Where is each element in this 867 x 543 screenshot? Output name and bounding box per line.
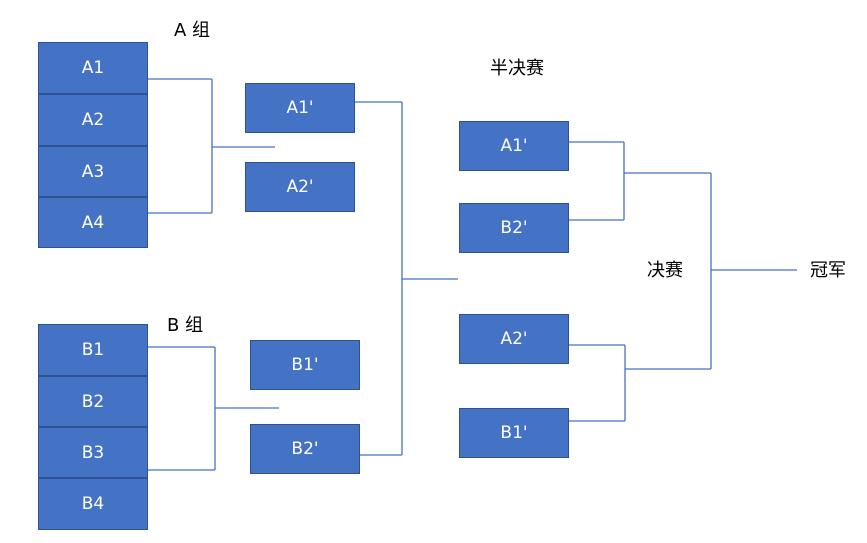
semifinal-1-bottom: B2'	[459, 203, 569, 253]
team-a3: A3	[38, 146, 148, 197]
team-b1: B1	[38, 324, 148, 376]
qualifier-b2: B2'	[250, 424, 360, 474]
team-b3: B3	[38, 427, 148, 478]
semifinal-2-bottom: B1'	[459, 408, 569, 458]
champion-title: 冠军	[810, 260, 846, 281]
team-b2: B2	[38, 376, 148, 427]
qualifier-a1: A1'	[245, 83, 355, 133]
team-a1: A1	[38, 42, 148, 94]
group-b-title: B 组	[167, 315, 204, 336]
semifinal-title: 半决赛	[490, 58, 544, 79]
group-a-title: A 组	[174, 20, 211, 41]
final-title: 决赛	[647, 260, 683, 281]
team-a2: A2	[38, 94, 148, 146]
team-b4: B4	[38, 478, 148, 530]
qualifier-b1: B1'	[250, 340, 360, 390]
semifinal-2-top: A2'	[459, 314, 569, 364]
team-a4: A4	[38, 197, 148, 248]
semifinal-1-top: A1'	[459, 121, 569, 171]
qualifier-a2: A2'	[245, 162, 355, 212]
